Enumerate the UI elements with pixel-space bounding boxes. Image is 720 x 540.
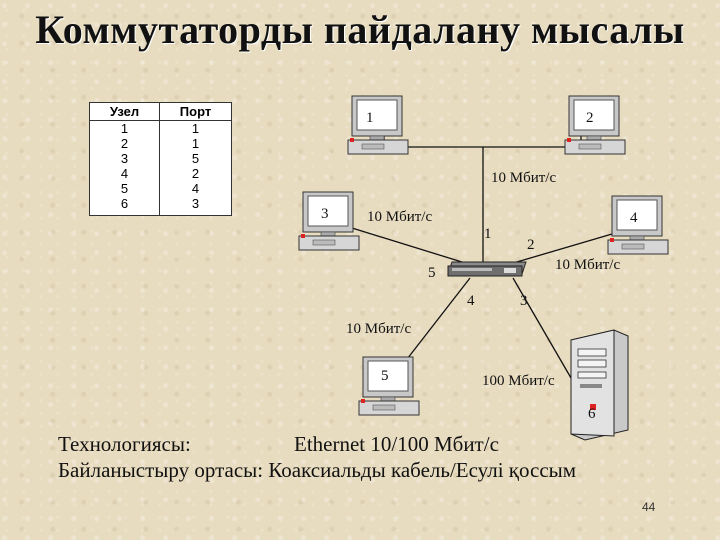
header-port: Порт [159,102,232,121]
cable-4 [509,233,613,265]
computer-icon [607,195,669,255]
switch-icon [447,261,527,277]
port-cell: 2 [159,166,232,181]
port-cell: 4 [159,181,232,196]
media-label: Байланыстыру ортасы: [58,458,264,482]
port-label-1: 1 [484,226,492,242]
port-cell: 5 [159,151,232,166]
computer-icon [347,95,409,155]
cable-6 [512,277,572,379]
technology-value: Ethernet 10/100 Мбит/с [294,432,499,456]
slide-title: Коммутаторды пайдалану мысалы [35,7,685,52]
media-line: Байланыстыру ортасы: Коаксиальды кабель/… [58,458,576,483]
computer-label-3: 3 [321,206,329,222]
link-speed-4: 10 Мбит/с [555,257,621,273]
computer-label-2: 2 [586,110,594,126]
port-label-5: 5 [428,265,436,281]
technology-line: Технологиясы: Ethernet 10/100 Мбит/с [58,432,499,457]
port-cell: 3 [159,196,232,216]
server-icon [570,329,629,441]
cable-5 [396,277,471,373]
header-node: Узел [89,102,160,121]
computer-label-4: 4 [630,210,638,226]
computer-label-5: 5 [381,368,389,384]
link-speed-5: 10 Мбит/с [346,321,412,337]
port-cell: 1 [159,120,232,136]
computer-icon [564,95,626,155]
page-number: 44 [642,500,656,514]
port-label-4: 4 [467,293,475,309]
computer-icon [298,191,360,251]
technology-label: Технологиясы: [58,432,191,456]
media-value: Коаксиальды кабель/Есулі қоссым [268,458,577,482]
port-label-2: 2 [527,237,535,253]
cable-3 [351,227,463,263]
link-speed-12: 10 Мбит/с [491,170,557,186]
cable-12 [383,134,582,148]
port-label-3: 3 [520,293,528,309]
computer-icon [358,356,420,416]
link-speed-6: 100 Мбит/с [482,373,555,389]
link-speed-3: 10 Мбит/с [367,209,433,225]
port-cell: 1 [159,136,232,151]
computer-label-1: 1 [366,110,374,126]
computer-label-6: 6 [588,406,596,422]
